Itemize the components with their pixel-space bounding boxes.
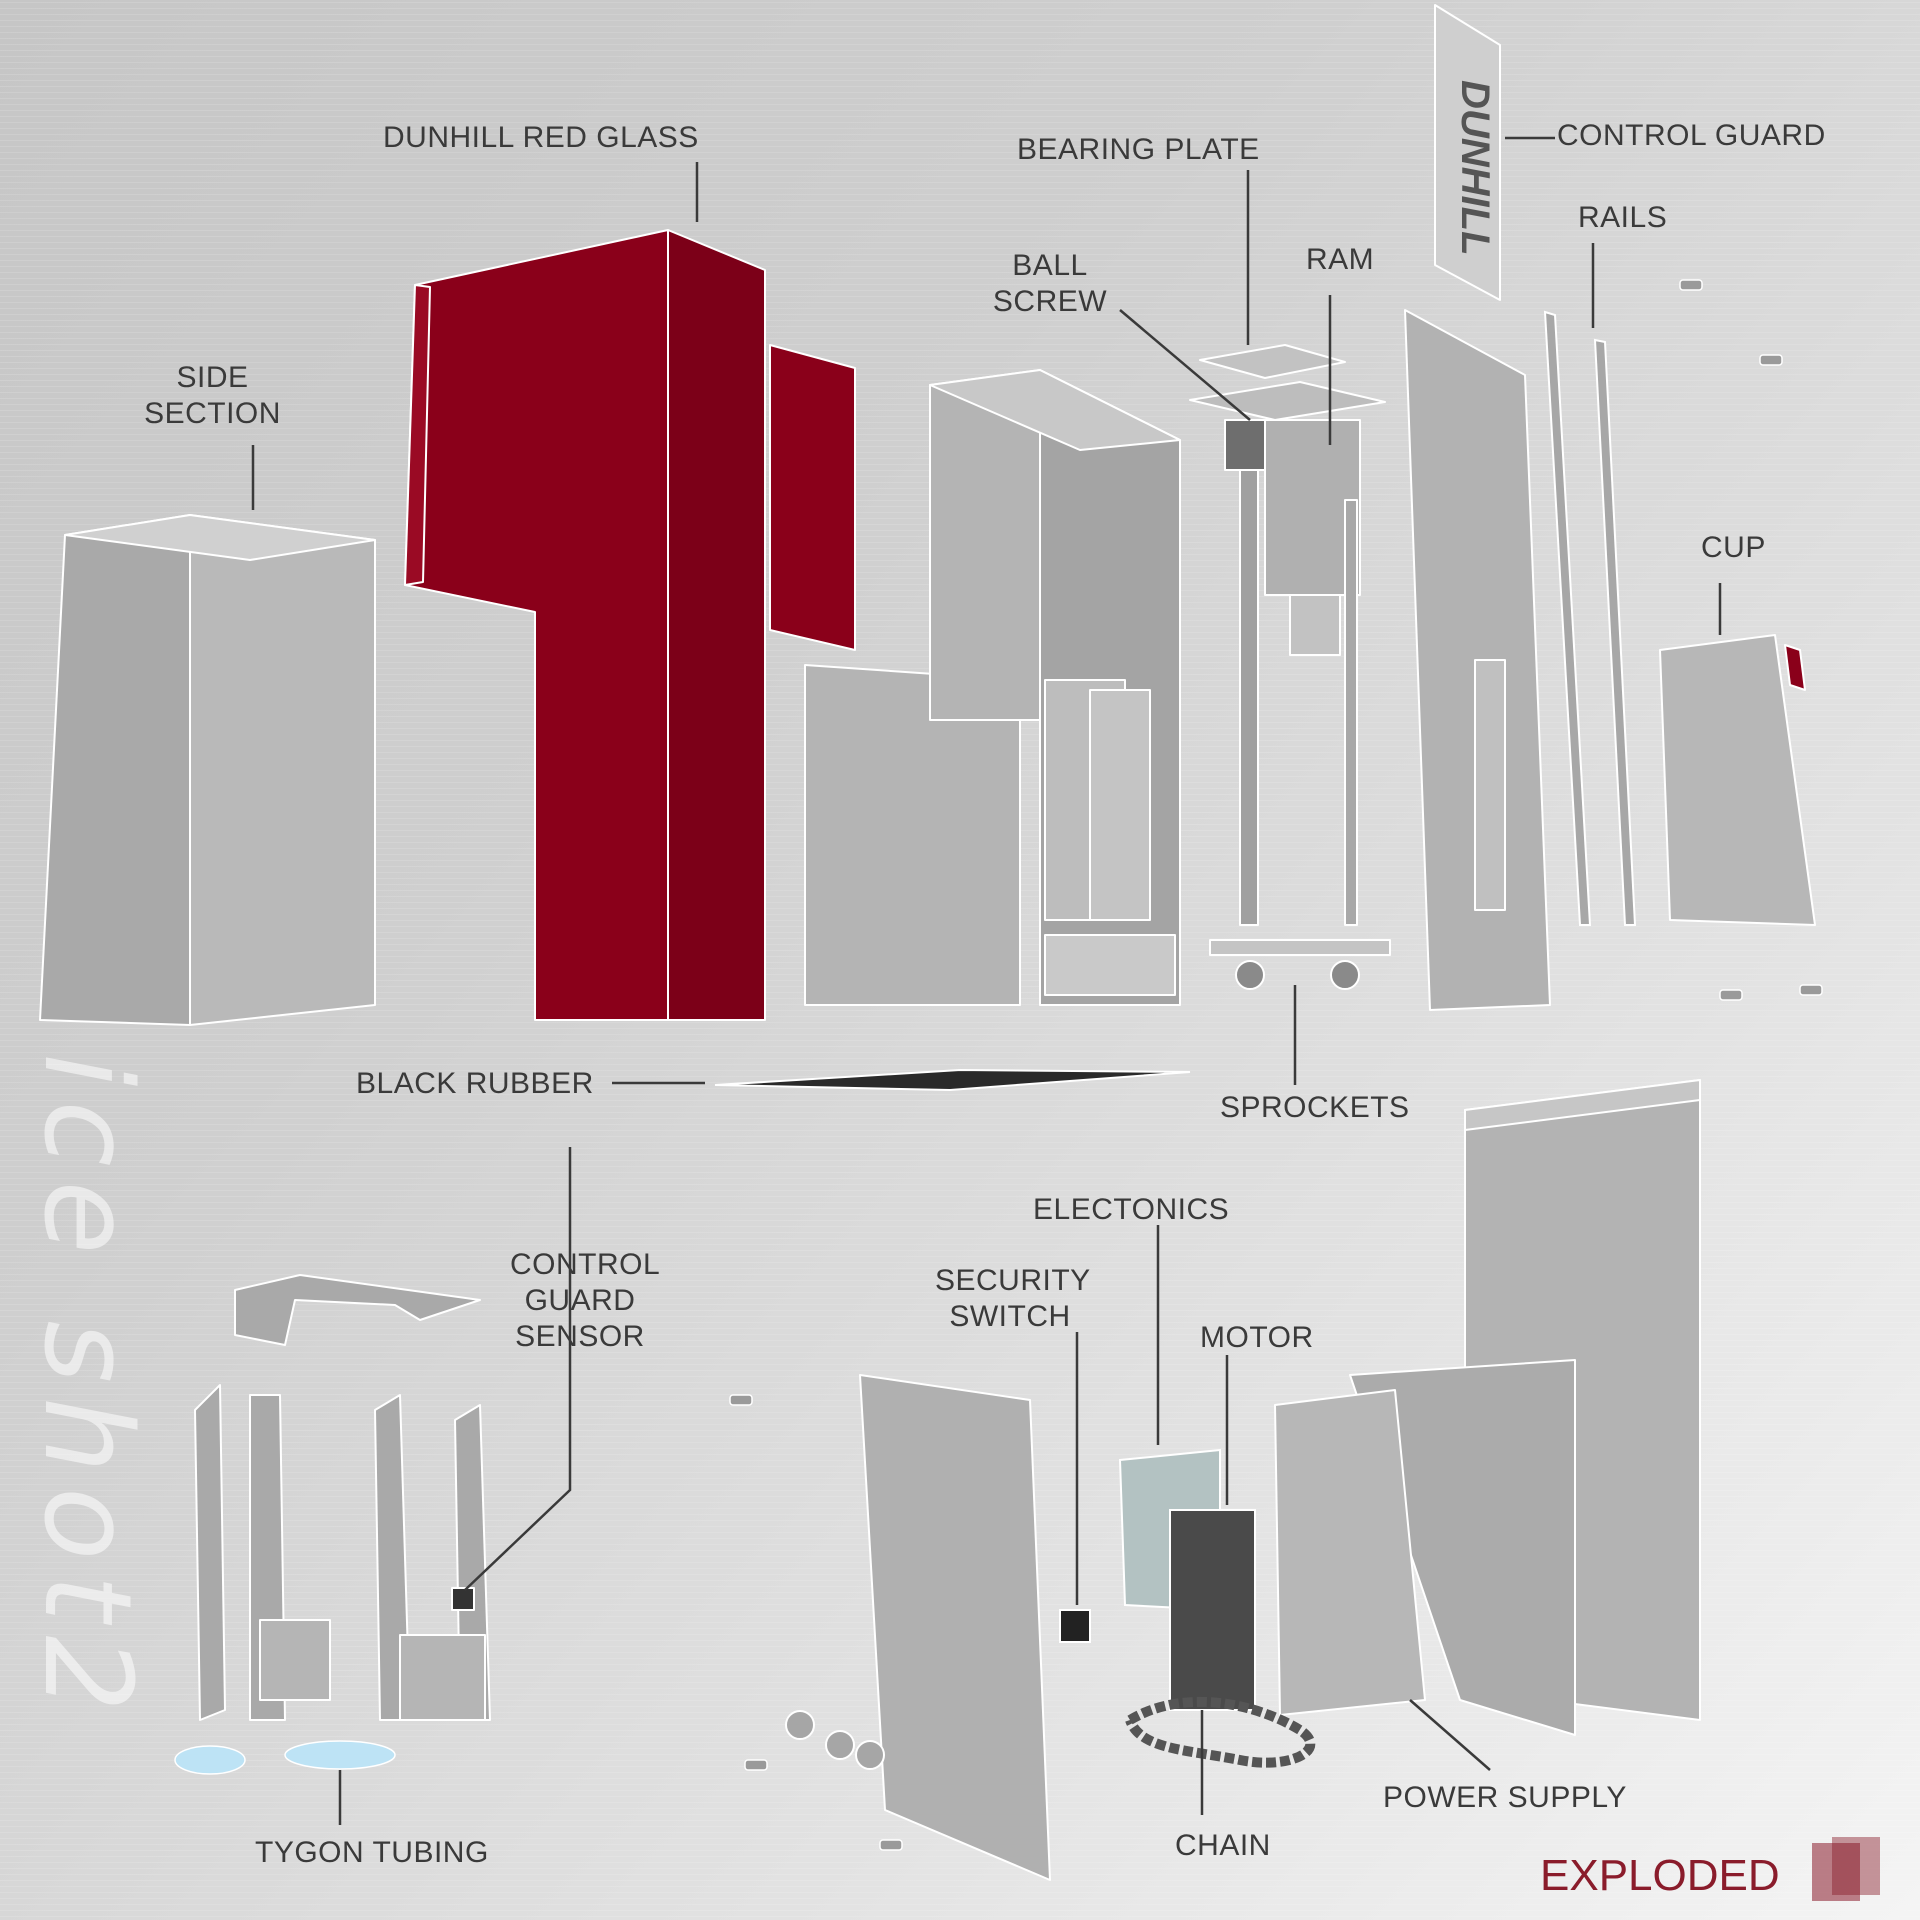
label-rails: RAILS [1578, 201, 1668, 234]
lower-panel-part [785, 1374, 1051, 1881]
tygon-tubing-part [174, 1740, 396, 1775]
sensor-frame-part [194, 1274, 491, 1721]
cup-part [1659, 634, 1816, 926]
label-cup: CUP [1701, 531, 1766, 564]
label-security-switch-line1: SECURITY [935, 1264, 1091, 1297]
label-side-section-line2: SECTION [144, 397, 281, 430]
label-control-guard-sensor: CONTROL GUARD SENSOR [510, 1247, 661, 1355]
label-dunhill-red-glass: DUNHILL RED GLASS [383, 121, 699, 154]
rails-part [1543, 310, 1637, 926]
label-control-guard-sensor-line3: SENSOR [515, 1320, 645, 1353]
leader-lines [251, 136, 1722, 1825]
label-ball-screw-line1: BALL [1012, 249, 1088, 282]
exploded-badge-icon [1812, 1837, 1880, 1901]
motor-part [1169, 1509, 1256, 1711]
label-tygon-tubing: TYGON TUBING [255, 1836, 489, 1869]
guard-logo-text: DUNHILL [1453, 80, 1497, 256]
label-ball-screw-line2: SCREW [992, 285, 1108, 318]
back-plate-part [1404, 309, 1551, 1011]
chain-part [1125, 1696, 1316, 1768]
label-chain: CHAIN [1175, 1829, 1271, 1862]
label-bearing-plate: BEARING PLATE [1017, 133, 1260, 166]
main-housing-part [804, 369, 1181, 1006]
dunhill-red-glass-part [404, 229, 856, 1021]
label-control-guard: CONTROL GUARD [1557, 119, 1826, 152]
label-motor: MOTOR [1200, 1321, 1314, 1354]
watermark-text: ice shot2 [16, 1053, 156, 1726]
label-control-guard-sensor-line2: GUARD [524, 1284, 636, 1317]
label-control-guard-sensor-line1: CONTROL [510, 1248, 661, 1281]
black-rubber-part [714, 1068, 1191, 1092]
label-power-supply: POWER SUPPLY [1383, 1781, 1627, 1814]
control-guard-part: DUNHILL [1434, 4, 1501, 301]
side-section-part [39, 514, 376, 1026]
security-switch-part [1059, 1609, 1091, 1643]
exploded-badge-text: EXPLODED [1540, 1851, 1780, 1900]
screw-parts [729, 279, 1823, 1851]
label-ball-screw: BALL SCREW [985, 248, 1115, 320]
label-electonics: ELECTONICS [1033, 1193, 1230, 1226]
power-supply-part [1274, 1389, 1426, 1716]
label-security-switch-line2: SWITCH [949, 1300, 1071, 1333]
label-sprockets: SPROCKETS [1220, 1091, 1410, 1124]
label-side-section: SIDE SECTION [140, 360, 285, 432]
label-black-rubber: BLACK RUBBER [356, 1067, 594, 1100]
base-housing-part [1349, 1079, 1701, 1736]
label-side-section-line1: SIDE [176, 361, 249, 394]
label-security-switch: SECURITY SWITCH [935, 1263, 1091, 1335]
label-ram: RAM [1306, 243, 1375, 276]
